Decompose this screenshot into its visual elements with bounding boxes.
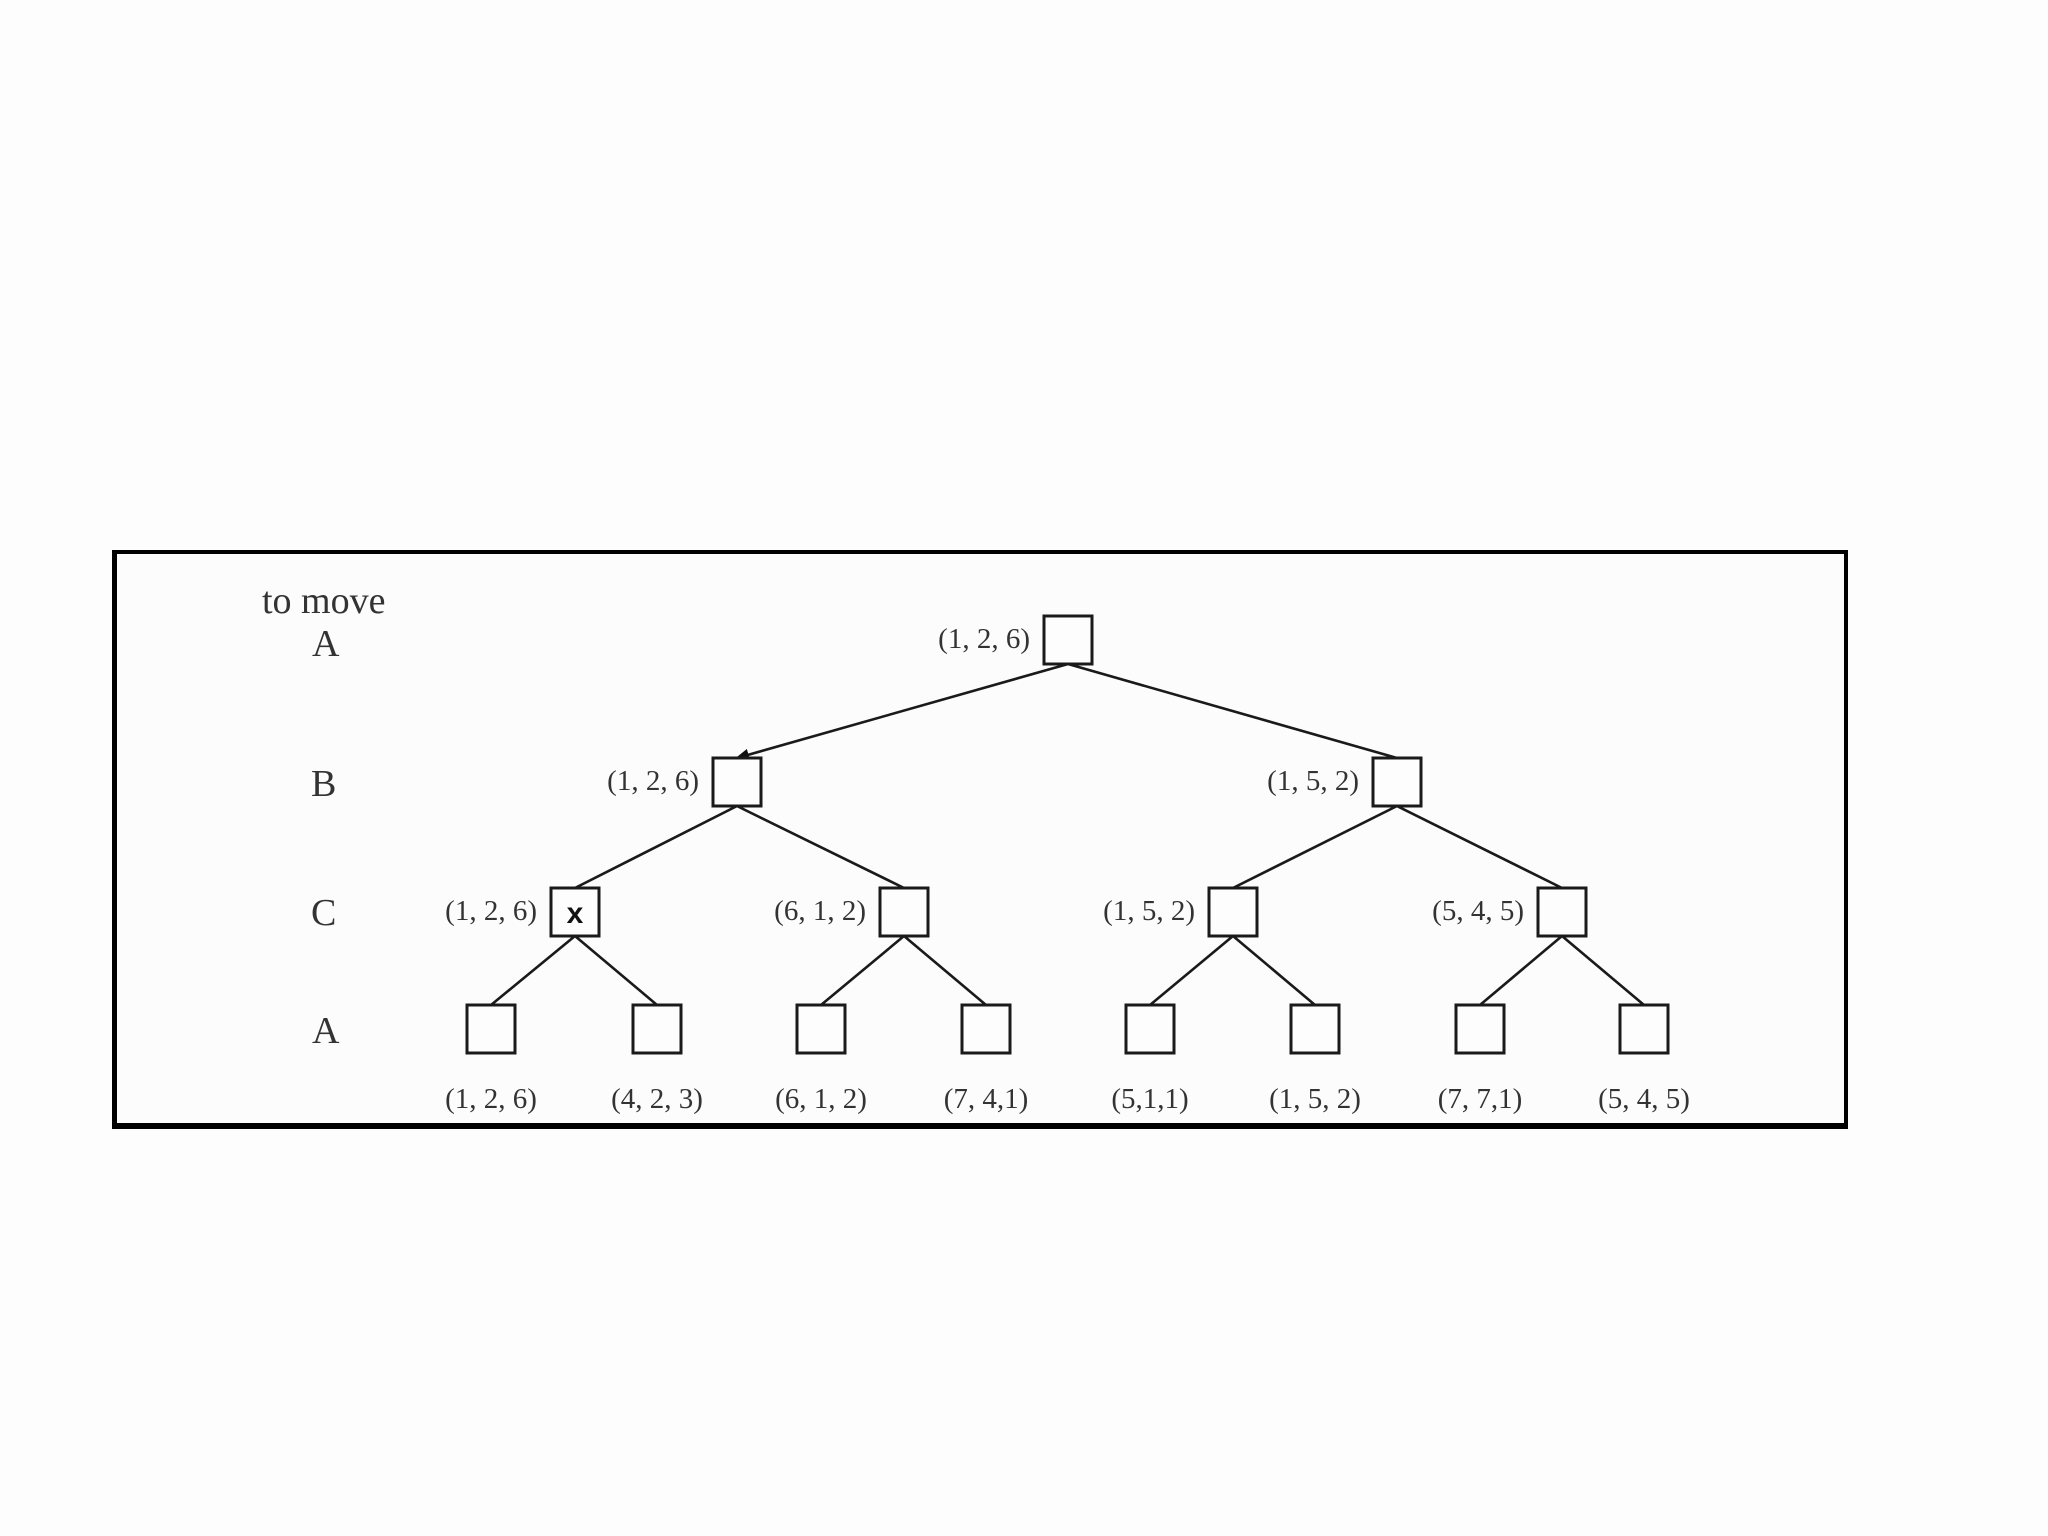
node-box-l6 — [1289, 1003, 1341, 1055]
node-box-c1 — [549, 886, 601, 938]
pruned-mark-c1: x — [567, 897, 584, 930]
node-box-l1 — [465, 1003, 517, 1055]
edge-c3-l6 — [1232, 935, 1316, 1006]
tree-node-b1: (1, 2, 6) — [607, 756, 763, 808]
node-box-l8 — [1618, 1003, 1670, 1055]
node-box-l3 — [795, 1003, 847, 1055]
edge-c1-l1 — [490, 934, 576, 1007]
tree-node-c1: x (1, 2, 6) — [445, 886, 601, 938]
node-box-c2 — [878, 886, 930, 938]
edge-root-b2 — [1067, 662, 1398, 760]
tree-node-l1: (1, 2, 6) — [445, 1003, 537, 1115]
tree-node-l4: (7, 4,1) — [944, 1003, 1029, 1115]
edge-b2-c3 — [1232, 804, 1398, 890]
tree-node-l2: (4, 2, 3) — [611, 1003, 703, 1115]
edge-c3-l5 — [1149, 935, 1234, 1006]
node-value-label-b2: (1, 5, 2) — [1267, 765, 1359, 797]
node-value-label-c1: (1, 2, 6) — [445, 895, 537, 927]
tree-node-l8: (5, 4, 5) — [1598, 1003, 1690, 1115]
node-value-label-l8: (5, 4, 5) — [1598, 1083, 1690, 1115]
node-value-label-c2: (6, 1, 2) — [774, 895, 866, 927]
player-label-row-3: C — [311, 892, 336, 934]
edge-b2-c4 — [1396, 804, 1563, 890]
tree-node-b2: (1, 5, 2) — [1267, 756, 1423, 808]
player-label-row-1: A — [312, 623, 340, 665]
tree-node-l7: (7, 7,1) — [1438, 1003, 1523, 1115]
node-box-b1 — [711, 756, 763, 808]
node-value-label-l1: (1, 2, 6) — [445, 1083, 537, 1115]
tree-node-root: (1, 2, 6) — [938, 614, 1094, 666]
tree-node-l3: (6, 1, 2) — [775, 1003, 867, 1115]
edge-c2-l4 — [903, 935, 987, 1006]
node-box-l7 — [1454, 1003, 1506, 1055]
node-box-l2 — [631, 1003, 683, 1055]
node-value-label-l6: (1, 5, 2) — [1269, 1083, 1361, 1115]
node-box-l4 — [960, 1003, 1012, 1055]
edge-b1-c2 — [736, 804, 905, 890]
edge-c4-l8 — [1561, 935, 1645, 1006]
edge-b1-c1 — [574, 804, 738, 890]
node-value-label-l7: (7, 7,1) — [1438, 1083, 1523, 1115]
node-box-root — [1042, 614, 1094, 666]
node-value-label-l2: (4, 2, 3) — [611, 1083, 703, 1115]
tree-node-c4: (5, 4, 5) — [1432, 886, 1588, 938]
node-value-label-l5: (5,1,1) — [1111, 1083, 1188, 1115]
node-box-b2 — [1371, 756, 1423, 808]
edge-c2-l3 — [820, 935, 905, 1006]
player-label-row-4: A — [312, 1010, 340, 1052]
edge-root-b1-arrow — [735, 662, 1069, 761]
tree-nodes: (1, 2, 6) (1, 2, 6) (1, 5, 2) x (1, 2, 6) (6,… — [445, 614, 1690, 1115]
node-value-label-b1: (1, 2, 6) — [607, 765, 699, 797]
node-box-c3 — [1207, 886, 1259, 938]
node-box-l5 — [1124, 1003, 1176, 1055]
node-value-label-l3: (6, 1, 2) — [775, 1083, 867, 1115]
tree-edges — [490, 662, 1645, 1007]
edge-c4-l7 — [1479, 935, 1563, 1006]
tree-node-l5: (5,1,1) — [1111, 1003, 1189, 1115]
node-box-c4 — [1536, 886, 1588, 938]
tree-node-c2: (6, 1, 2) — [774, 886, 930, 938]
node-value-label-c4: (5, 4, 5) — [1432, 895, 1524, 927]
node-value-label-l4: (7, 4,1) — [944, 1083, 1029, 1115]
tree-node-l6: (1, 5, 2) — [1269, 1003, 1361, 1115]
edge-c1-l2 — [574, 935, 658, 1006]
to-move-header: to move — [262, 580, 385, 622]
node-value-label-c3: (1, 5, 2) — [1103, 895, 1195, 927]
player-label-row-2: B — [311, 763, 336, 805]
node-value-label-root: (1, 2, 6) — [938, 623, 1030, 655]
tree-node-c3: (1, 5, 2) — [1103, 886, 1259, 938]
